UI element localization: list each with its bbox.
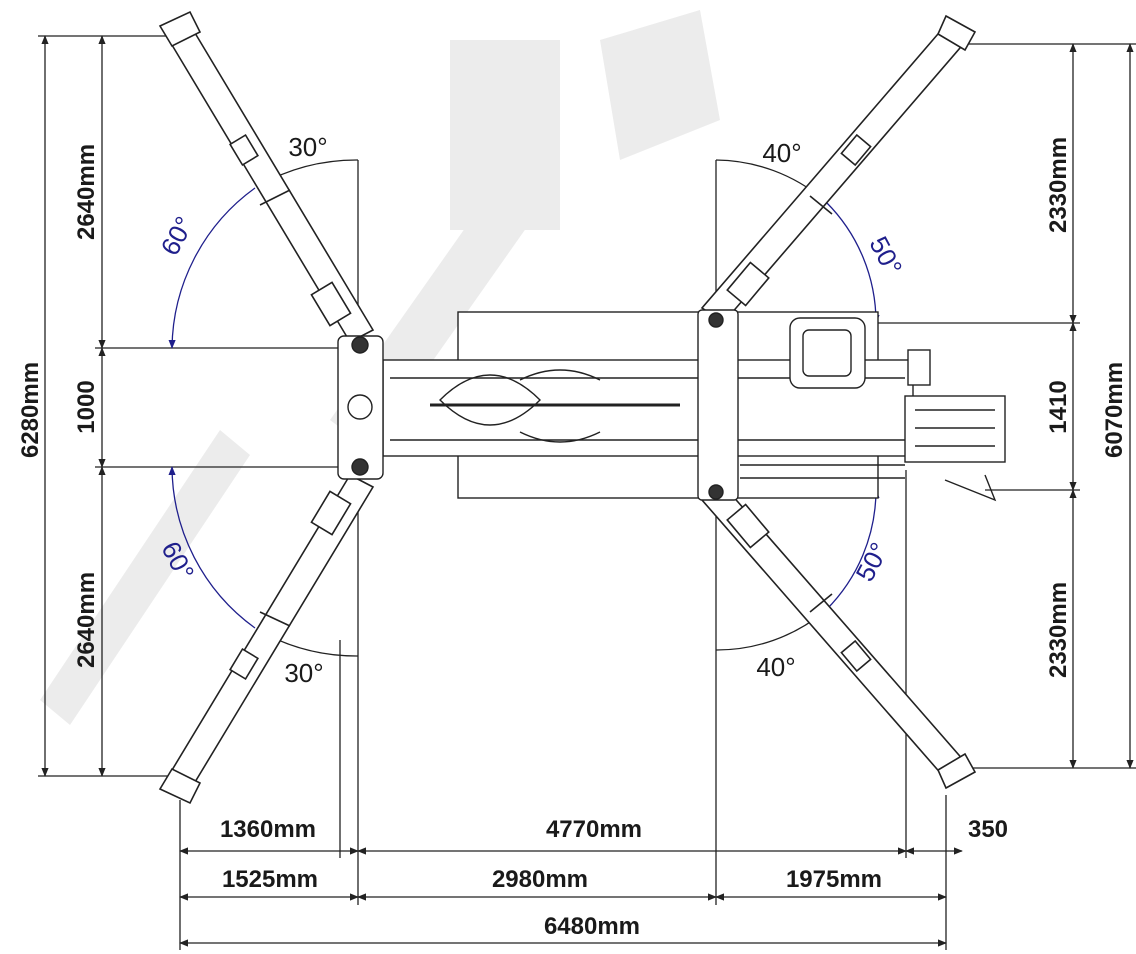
label-right-total: 6070mm [1101, 362, 1128, 458]
label-left-outrigger: 1525mm [222, 866, 318, 893]
angle-left-top-swing: 60° [155, 211, 200, 260]
label-right-upper: 2330mm [1045, 137, 1072, 233]
arc-left-bottom-swing [168, 466, 256, 629]
pivot-upper-right [708, 312, 724, 328]
angle-right-top-small: 40° [762, 138, 801, 168]
arc-left-top-swing [168, 187, 256, 349]
hook-block [904, 395, 1006, 463]
angle-left-top-small: 30° [288, 132, 327, 162]
label-left-center: 1000 [73, 380, 100, 433]
outrigger-upper-left [158, 10, 375, 344]
label-right-overhang: 350 [968, 816, 1008, 843]
watermark-stroke-1 [40, 430, 250, 725]
outrigger-lower-left [158, 473, 375, 805]
label-right-lower: 2330mm [1045, 582, 1072, 678]
watermark-stroke-4 [600, 10, 720, 160]
angle-right-bottom-swing: 50° [850, 537, 895, 586]
label-body-front: 2980mm [492, 866, 588, 893]
label-right-center: 1410 [1045, 380, 1072, 433]
pivot-lower-right [708, 484, 724, 500]
label-upper-center: 4770mm [546, 816, 642, 843]
turret-plate-right [697, 309, 739, 501]
label-left-total: 6280mm [17, 362, 44, 458]
angle-right-bottom-small: 40° [756, 652, 795, 682]
pivot-center-left [347, 394, 373, 420]
label-left-pad-offset: 1360mm [220, 816, 316, 843]
angle-right-top-swing: 50° [863, 231, 908, 280]
arc-right-bottom-swing [825, 489, 880, 611]
crane-body [337, 309, 1006, 502]
watermark-stroke-3 [450, 40, 560, 230]
label-left-lower: 2640mm [73, 572, 100, 668]
outrigger-lower-right [700, 484, 977, 790]
label-right-outrigger: 1975mm [786, 866, 882, 893]
dimension-lines [38, 35, 1136, 950]
arc-right-top-swing [825, 201, 880, 324]
pivot-upper-left [351, 336, 369, 354]
pivot-lower-left [351, 458, 369, 476]
angle-left-bottom-small: 30° [284, 658, 323, 688]
outrigger-upper-right [700, 14, 977, 324]
engine-box [907, 349, 931, 386]
dimension-labels: 1360mm 4770mm 350 1525mm 2980mm 1975mm 6… [17, 137, 1128, 940]
label-overall: 6480mm [544, 913, 640, 940]
outrigger-arms [158, 10, 977, 805]
label-left-upper: 2640mm [73, 144, 100, 240]
